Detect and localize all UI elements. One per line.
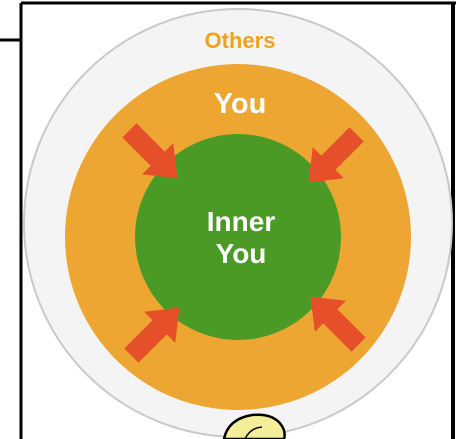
inner-you-label-line2: You [216, 238, 267, 269]
you-label: You [214, 88, 267, 120]
others-label: Others [205, 28, 276, 53]
inner-you-label-line1: Inner [207, 206, 276, 237]
